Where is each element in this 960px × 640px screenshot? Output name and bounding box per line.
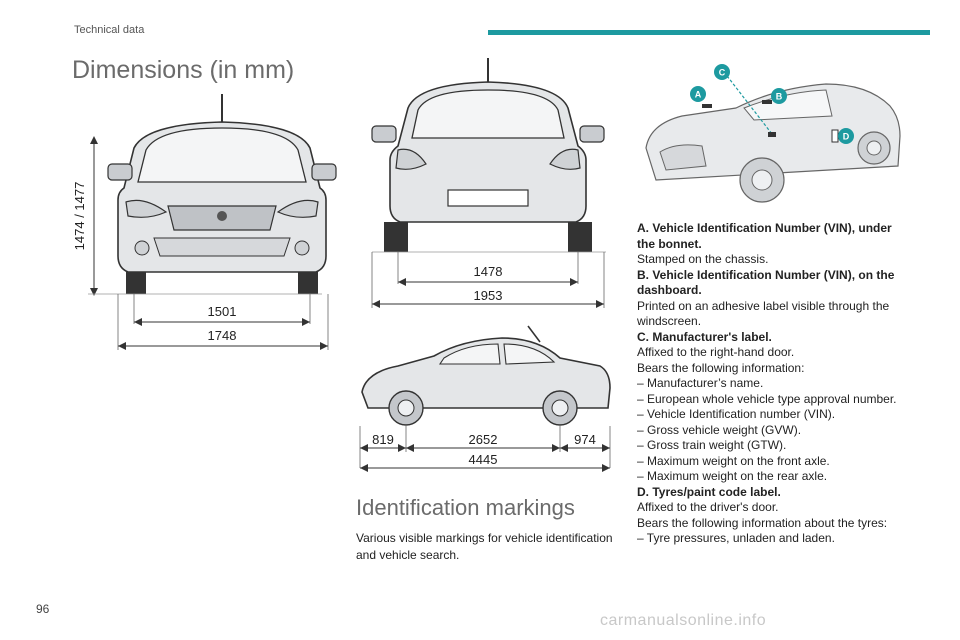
marking-c-line: – Maximum weight on the front axle. [637,453,830,468]
marking-c-line: – Maximum weight on the rear axle. [637,469,828,483]
marking-c-line: – Vehicle Identification number (VIN). [637,407,836,421]
watermark: carmanualsonline.info [600,612,767,629]
wheelbase-dimension: 2652 [469,432,498,447]
page-title: Dimensions (in mm) [72,56,295,84]
front-width-dimension: 1748 [208,328,237,343]
marking-c-line: – Gross vehicle weight (GVW). [637,422,802,437]
identification-locations-drawing: A B C D [645,64,901,203]
marking-c-line: – European whole vehicle type approval n… [637,391,897,406]
marking-d-line: Bears the following information about th… [637,515,888,530]
marking-c-line: Affixed to the right-hand door. [637,345,795,359]
section-label: Technical data [74,24,145,36]
rear-width-dimension: 1953 [474,288,503,303]
marking-b-heading: B. Vehicle Identification Number (VIN), … [637,267,895,298]
marking-c-line: Bears the following information: [637,360,805,375]
marking-c-line: – Gross train weight (GTW). [637,438,787,452]
header-accent-bar [488,30,930,35]
markings-list: A. Vehicle Identification Number (VIN), … [637,221,913,547]
marking-b-line: Printed on an adhesive label visible thr… [637,298,890,329]
front-track-dimension: 1501 [208,304,237,319]
marking-a-line: Stamped on the chassis. [637,252,769,266]
rear-overhang-dimension: 974 [574,432,596,447]
marking-a-heading: A. Vehicle Identification Number (VIN), … [637,221,892,251]
label-b: B [776,92,783,102]
front-overhang-dimension: 819 [372,432,394,447]
marking-d-heading: D. Tyres/paint code label. [637,484,781,499]
rear-view-drawing: 1478 1953 [371,58,606,308]
identification-intro: Various visible markings for vehicle ide… [356,531,613,562]
page-number: 96 [36,602,50,616]
marking-d-line: – Tyre pressures, unladen and laden. [637,531,835,545]
front-height-dimension: 1474 / 1477 [72,182,87,251]
side-view-drawing: 819 2652 974 4445 [359,325,611,472]
rear-track-dimension: 1478 [474,264,503,279]
marking-d-line: Affixed to the driver's door. [637,500,779,514]
length-dimension: 4445 [469,452,498,467]
label-d: D [843,132,850,142]
front-view-drawing: 1474 / 1477 1501 1748 [72,94,337,350]
marking-c-line: – Manufacturer’s name. [637,376,764,390]
label-c: C [719,68,726,78]
label-a: A [695,90,702,100]
marking-c-heading: C. Manufacturer's label. [637,329,772,344]
identification-title: Identification markings [356,495,575,520]
